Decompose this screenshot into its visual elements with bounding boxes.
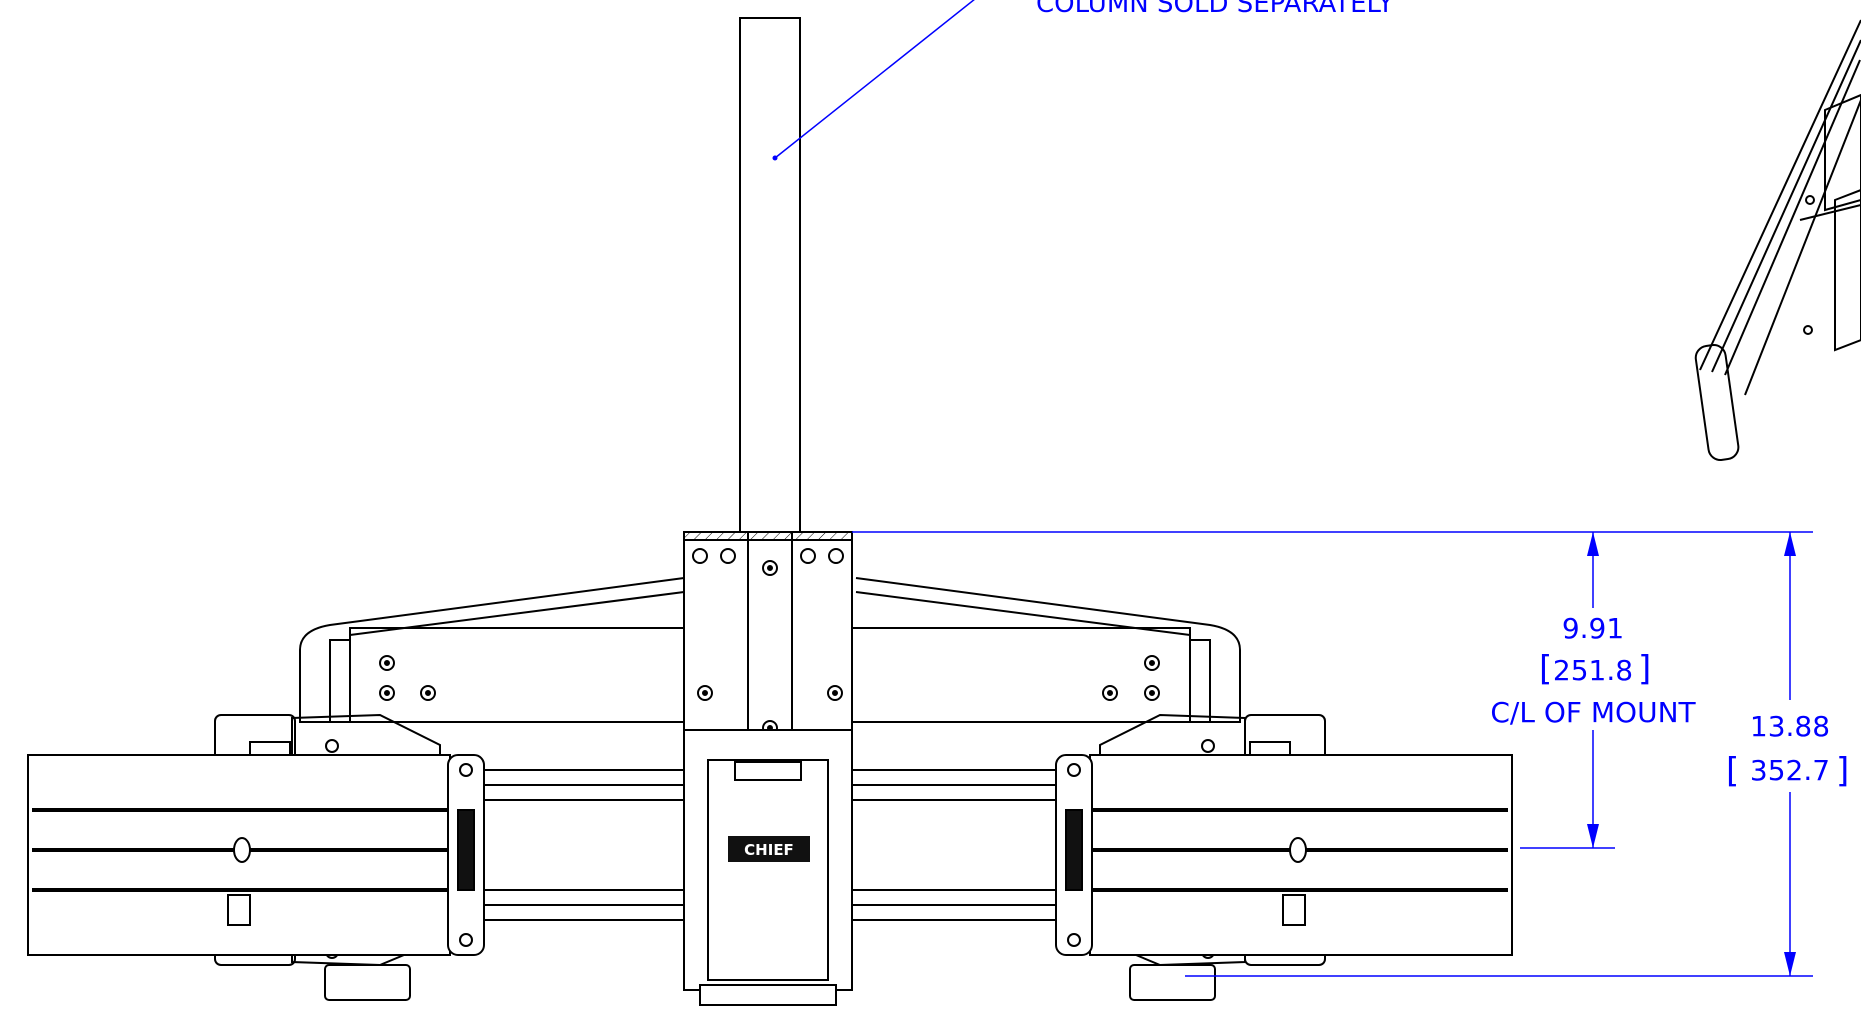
left-monitor-arm xyxy=(27,754,485,956)
dim-overall-mm: 352.7 xyxy=(1750,754,1830,787)
dim-overall-bracket-open: [ xyxy=(1726,751,1739,791)
dim-overall-mask xyxy=(1735,700,1850,792)
dimension-arrows xyxy=(1587,532,1796,976)
dim-label-mask xyxy=(1470,694,1715,730)
callout-leader xyxy=(772,0,975,161)
column xyxy=(739,17,801,539)
dim-centerline-inches: 9.91 xyxy=(1562,612,1624,645)
dim-centerline-bracket-open: [ xyxy=(1539,649,1552,689)
dim-centerline-mm: 251.8 xyxy=(1553,654,1633,687)
dim-centerline-bracket-close: ] xyxy=(1638,649,1651,689)
center-logo: CHIEF xyxy=(728,836,810,862)
dim-overall-bracket-close: ] xyxy=(1836,751,1849,791)
right-monitor-arm xyxy=(1055,754,1513,956)
arm-bolts xyxy=(379,655,1160,701)
callout-text: COLUMN SOLD SEPARATELY xyxy=(1036,0,1394,19)
dim-centerline-label: C/L OF MOUNT xyxy=(1490,696,1696,729)
center-hub xyxy=(683,531,853,763)
dim-overall-inches: 13.88 xyxy=(1750,710,1830,743)
center-logo-text: CHIEF xyxy=(744,841,794,859)
isometric-inset xyxy=(1694,19,1861,461)
center-bracket xyxy=(683,729,853,1006)
